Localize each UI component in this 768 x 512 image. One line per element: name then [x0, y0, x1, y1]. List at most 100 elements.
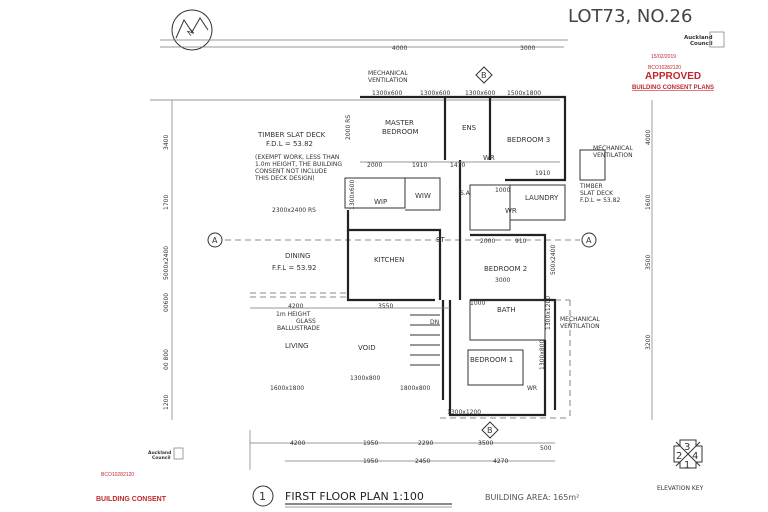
- room-void: VOID: [358, 344, 376, 352]
- window-size: 2300x2400 RS: [272, 207, 316, 214]
- plan-label: 1000: [470, 300, 485, 307]
- deck-right-note: TIMBER: [579, 183, 603, 190]
- elevation-key-label: ELEVATION KEY: [657, 485, 704, 492]
- room-laundry: LAUNDRY: [525, 194, 559, 202]
- plan-label: 2000: [480, 238, 495, 245]
- svg-text:N: N: [186, 27, 196, 38]
- plan-label: 1700: [163, 195, 170, 210]
- council-logo-icon: [709, 31, 725, 48]
- plan-label: VENTILATION: [368, 77, 408, 84]
- walls: [250, 95, 606, 420]
- plan-label: A: [586, 236, 592, 245]
- plan-label: 00 800: [163, 349, 170, 370]
- room-wr-3: WR: [527, 385, 537, 392]
- stair-down: DN: [430, 319, 439, 326]
- mv-note-bath: MECHANICAL: [560, 316, 600, 323]
- plan-label: VENTILATION: [593, 152, 633, 159]
- grid-marker-b-top: B: [475, 66, 493, 84]
- room-dining: DINING: [285, 252, 310, 260]
- plan-label: B: [481, 71, 487, 80]
- plan-label: CONSENT NOT INCLUDE: [255, 168, 327, 175]
- plan-label: 3550: [378, 303, 393, 310]
- plan-label: 3000: [495, 277, 510, 284]
- plan-label: 3: [684, 442, 690, 453]
- approved-label: APPROVED: [645, 71, 701, 82]
- plan-title-block: 1 FIRST FLOOR PLAN 1:100 BUILDING AREA: …: [252, 485, 579, 508]
- plan-label: 4200: [288, 303, 303, 310]
- room-master-bedroom: MASTER: [385, 119, 414, 127]
- balustrade-note: 1m HEIGHT: [276, 311, 311, 318]
- room-wiw: WIW: [415, 192, 431, 200]
- elevation-key-icon: 3 2 4 1: [673, 439, 703, 471]
- plan-label: 3500: [645, 255, 652, 270]
- approval-stamp: Auckland Council 15/02/2019 BCO10282120 …: [632, 31, 725, 91]
- building-area: BUILDING AREA: 165m²: [485, 493, 579, 502]
- grid-marker-a-left: A: [207, 232, 223, 248]
- plan-label: BEDROOM: [382, 128, 419, 136]
- plan-label: 910: [515, 238, 527, 245]
- plan-label: Auckland: [148, 450, 171, 456]
- approval-date: 15/02/2019: [651, 54, 676, 60]
- room-bedroom-3: BEDROOM 3: [507, 136, 550, 144]
- window-size: 1800x800: [400, 385, 430, 392]
- plan-label: 3500: [478, 440, 493, 447]
- plan-label: 1000: [495, 187, 510, 194]
- plan-label: 4200: [290, 440, 305, 447]
- window-size: 1300x600: [372, 90, 402, 97]
- plan-label: SLAT DECK: [580, 190, 614, 197]
- building-consent-stamp: Auckland Council BCO10282120 BUILDING CO…: [96, 447, 184, 503]
- window-size: 1300x600: [465, 90, 495, 97]
- room-bedroom-1: BEDROOM 1: [470, 356, 513, 364]
- plan-label: 3200: [645, 335, 652, 350]
- plan-label: GLASS: [296, 318, 316, 325]
- plan-label: Council: [152, 455, 171, 461]
- plan-title: FIRST FLOOR PLAN 1:100: [285, 490, 424, 503]
- window-size: 500x2400: [550, 245, 557, 275]
- window-size: 1500x1800: [507, 90, 541, 97]
- room-wr: WR: [483, 154, 495, 162]
- plan-label: THIS DECK DESIGN): [254, 175, 315, 182]
- plan-label: 500: [540, 445, 552, 452]
- room-bath: BATH: [497, 306, 516, 314]
- mv-note-right: MECHANICAL: [593, 145, 633, 152]
- exempt-note: (EXEMPT WORK, LESS THAN: [255, 154, 339, 161]
- window-size: 1300x600: [420, 90, 450, 97]
- plan-label: 1200: [163, 395, 170, 410]
- consent-number: BCO10282120: [648, 65, 681, 71]
- dim-label: 4000: [392, 45, 407, 52]
- plan-label: 00600: [163, 293, 170, 312]
- plan-label: 1: [684, 460, 690, 471]
- plan-label: F.F.L = 53.92: [272, 264, 317, 272]
- window-size: 1300x1200: [545, 296, 552, 330]
- deck-note: TIMBER SLAT DECK: [257, 131, 326, 139]
- plan-label: 1910: [535, 170, 550, 177]
- plan-label: Council: [690, 41, 713, 47]
- window-size: 1600x1800: [270, 385, 304, 392]
- plan-label: 1600: [645, 195, 652, 210]
- plan-label: 1950: [363, 458, 378, 465]
- plan-label: 1950: [363, 440, 378, 447]
- grid-marker-a-right: A: [581, 232, 597, 248]
- plan-label: F.D.L = 53.82: [266, 140, 313, 148]
- plan-label: 2: [676, 451, 682, 462]
- plan-label: 2290: [418, 440, 433, 447]
- window-size: 1300x800: [350, 375, 380, 382]
- plan-label: A: [212, 236, 218, 245]
- window-size: 2000 RS: [345, 115, 352, 140]
- council-logo-icon: [173, 447, 184, 460]
- window-size: 1300x800: [539, 340, 546, 370]
- consent-number-bottom: BCO10282120: [101, 472, 134, 478]
- grid-marker-b-bottom: B: [481, 421, 499, 439]
- plan-label: 4: [692, 451, 698, 462]
- smoke-alarm: S.A: [460, 190, 471, 197]
- plan-label: 4270: [493, 458, 508, 465]
- room-bedroom-2: BEDROOM 2: [484, 265, 527, 273]
- plan-label: 3400: [163, 135, 170, 150]
- drawing-title: LOT73, NO.26: [568, 6, 692, 27]
- plan-label: 2000: [367, 162, 382, 169]
- plan-label: F.D.L = 53.82: [580, 197, 620, 204]
- room-living: LIVING: [285, 342, 308, 350]
- plan-label: 2450: [415, 458, 430, 465]
- room-wip: WIP: [374, 198, 387, 206]
